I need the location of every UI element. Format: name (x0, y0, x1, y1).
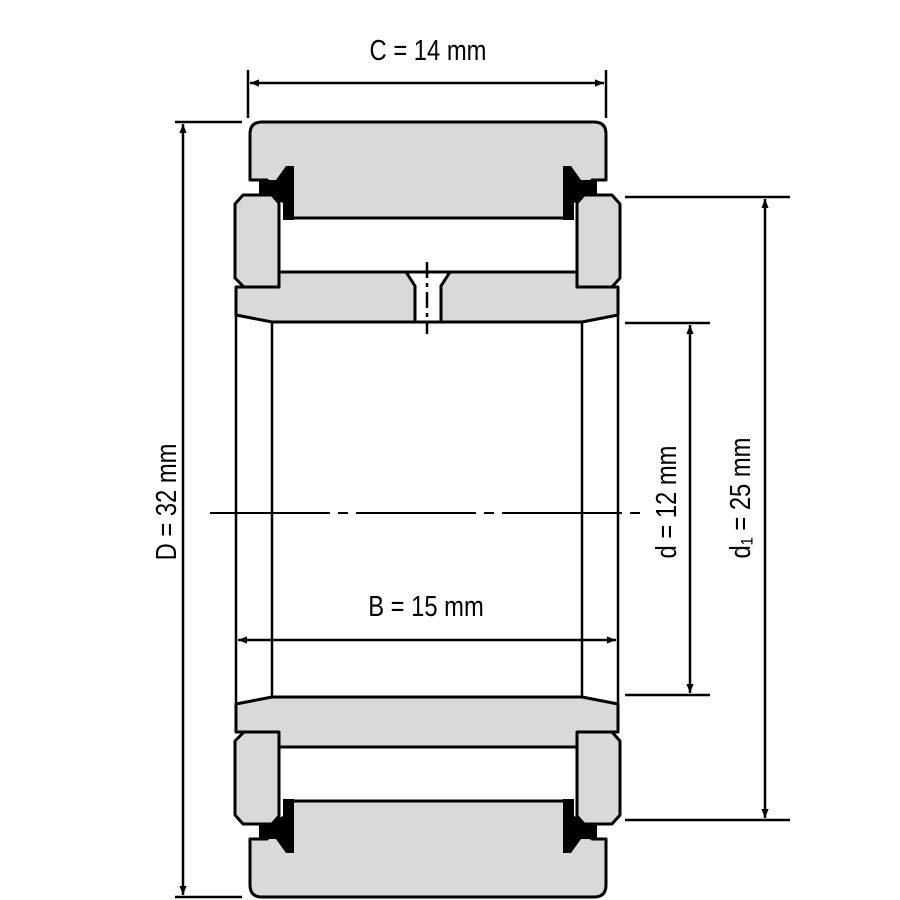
bearing-lower-half (233, 508, 622, 899)
dimension-D: D = 32 mm (150, 120, 242, 899)
dimension-D-label: D = 32 mm (150, 444, 183, 561)
dimension-d1-label: d₁ = 25 mm (724, 438, 757, 559)
dimension-C-label: C = 14 mm (370, 34, 487, 67)
lubrication-hole (403, 262, 453, 334)
dimension-d: d = 12 mm (625, 321, 710, 697)
dimension-B: B = 15 mm (238, 590, 616, 644)
dimension-d-label: d = 12 mm (650, 446, 683, 559)
dimension-C: C = 14 mm (246, 34, 608, 118)
dimension-d1: d₁ = 25 mm (625, 195, 790, 822)
dimension-B-label: B = 15 mm (368, 590, 484, 623)
